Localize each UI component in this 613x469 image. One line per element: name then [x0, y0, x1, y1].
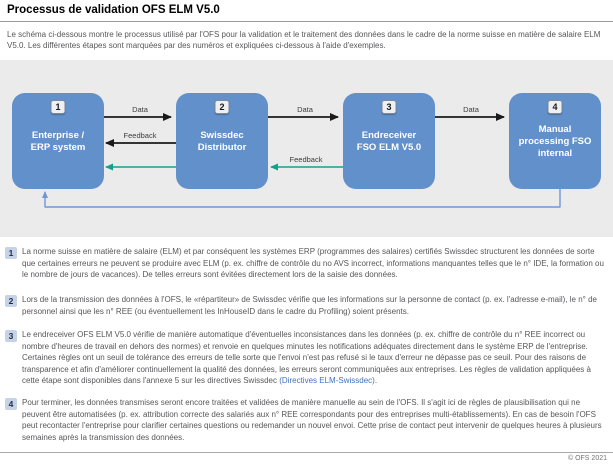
step-text: Pour terminer, les données transmises se… — [22, 398, 602, 442]
step-number-badge: 1 — [5, 247, 17, 259]
intro-text: Le schéma ci-dessous montre le processus… — [7, 30, 601, 50]
feedback-arrow-label-black: Feedback — [124, 131, 157, 140]
copyright-text: © OFS 2021 — [567, 455, 607, 462]
node-number-badge: 1 — [50, 100, 66, 114]
data-arrow-label-1: Data — [132, 105, 149, 114]
node-enterprise-erp: 1 Enterprise / ERP system — [12, 93, 104, 189]
step-number-badge: 3 — [5, 330, 17, 342]
step-number-badge: 2 — [5, 295, 17, 307]
page-title: Processus de validation OFS ELM V5.0 — [7, 4, 220, 16]
flow-arrows-layer: Data Data Data Feedback Feedback — [42, 105, 561, 208]
directives-elm-swissdec-link[interactable]: (Directives ELM-Swissdec) — [279, 376, 375, 386]
step-item-1: 1 La norme suisse en matière de salaire … — [5, 246, 608, 281]
step-item-2: 2 Lors de la transmission des données à … — [5, 294, 608, 317]
node-manual-processing-fso: 4 Manual processing FSO internal — [509, 93, 601, 189]
step-number-badge: 4 — [5, 398, 17, 410]
node-swissdec-distributor: 2 Swissdec Distributor — [176, 93, 268, 189]
node-label: Enterprise / ERP system — [30, 130, 86, 153]
step-3-text-end: . — [374, 376, 378, 386]
step-text: Lors de la transmission des données à l'… — [22, 295, 597, 316]
footer-divider — [0, 452, 613, 453]
step-item-4: 4 Pour terminer, les données transmises … — [5, 397, 608, 443]
node-label: Manual processing FSO internal — [518, 124, 592, 159]
node-number-badge: 4 — [547, 100, 563, 114]
feedback-arrow-label-teal: Feedback — [290, 155, 323, 164]
node-number-badge: 2 — [214, 100, 230, 114]
node-number-badge: 3 — [381, 100, 397, 114]
loop-arrow-4-1 — [42, 189, 561, 208]
node-label: Swissdec Distributor — [197, 130, 247, 153]
node-endreceiver-fso: 3 Endreceiver FSO ELM V5.0 — [343, 93, 435, 189]
step-item-3: 3 Le endreceiver OFS ELM V5.0 vérifie de… — [5, 329, 608, 387]
step-3-text: Le endreceiver OFS ELM V5.0 vérifie de m… — [22, 330, 591, 386]
data-arrow-label-3: Data — [463, 105, 480, 114]
step-text: Le endreceiver OFS ELM V5.0 vérifie de m… — [22, 329, 608, 387]
step-text: La norme suisse en matière de salaire (E… — [22, 247, 604, 280]
title-divider — [0, 21, 613, 22]
data-arrow-label-2: Data — [297, 105, 314, 114]
node-label: Endreceiver FSO ELM V5.0 — [356, 130, 422, 153]
